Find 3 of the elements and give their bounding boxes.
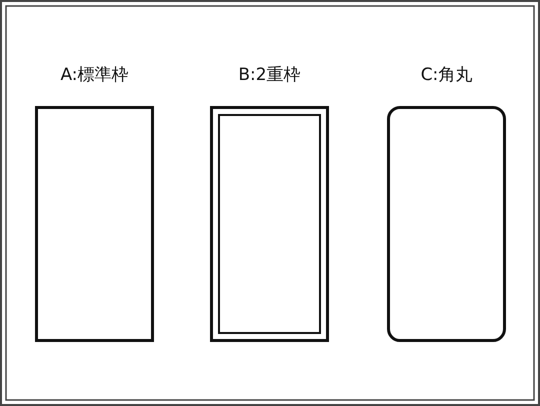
frame-heading: C:角丸 — [420, 64, 474, 86]
frame-heading: B:2重枠 — [237, 64, 302, 86]
frame-heading: A:標準枠 — [59, 64, 130, 86]
